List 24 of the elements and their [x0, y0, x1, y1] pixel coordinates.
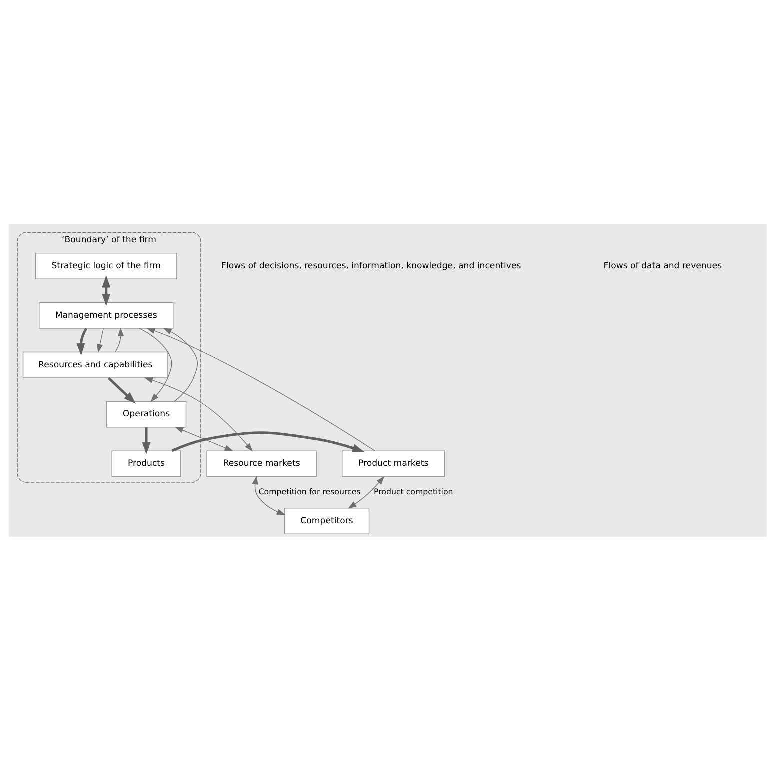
node-box: Products [112, 450, 182, 477]
arrow [348, 476, 385, 508]
arrow [108, 376, 136, 404]
arrow [139, 328, 172, 402]
arrow [115, 327, 124, 352]
arrow [146, 328, 376, 451]
node-box: Competitors [284, 508, 370, 534]
node-box: Management processes [39, 302, 174, 328]
arrow [252, 475, 286, 515]
label: Flows of data and revenues [604, 260, 722, 271]
node-box: Resource markets [206, 450, 317, 477]
node-box: Product markets [342, 450, 446, 477]
node-box: Strategic logic of the firm [35, 252, 178, 279]
arrow [76, 328, 88, 356]
node-box: Operations [106, 400, 187, 428]
label: Flows of decisions, resources, information, knowledge, and incentives [222, 260, 522, 271]
arrow [174, 426, 234, 451]
arrow [97, 328, 104, 352]
arrow [142, 427, 151, 454]
arrow [172, 431, 365, 452]
arrow [144, 377, 253, 452]
arrow [102, 275, 111, 306]
arrow [163, 328, 198, 402]
node-box: Resources and capabilities [22, 351, 168, 378]
